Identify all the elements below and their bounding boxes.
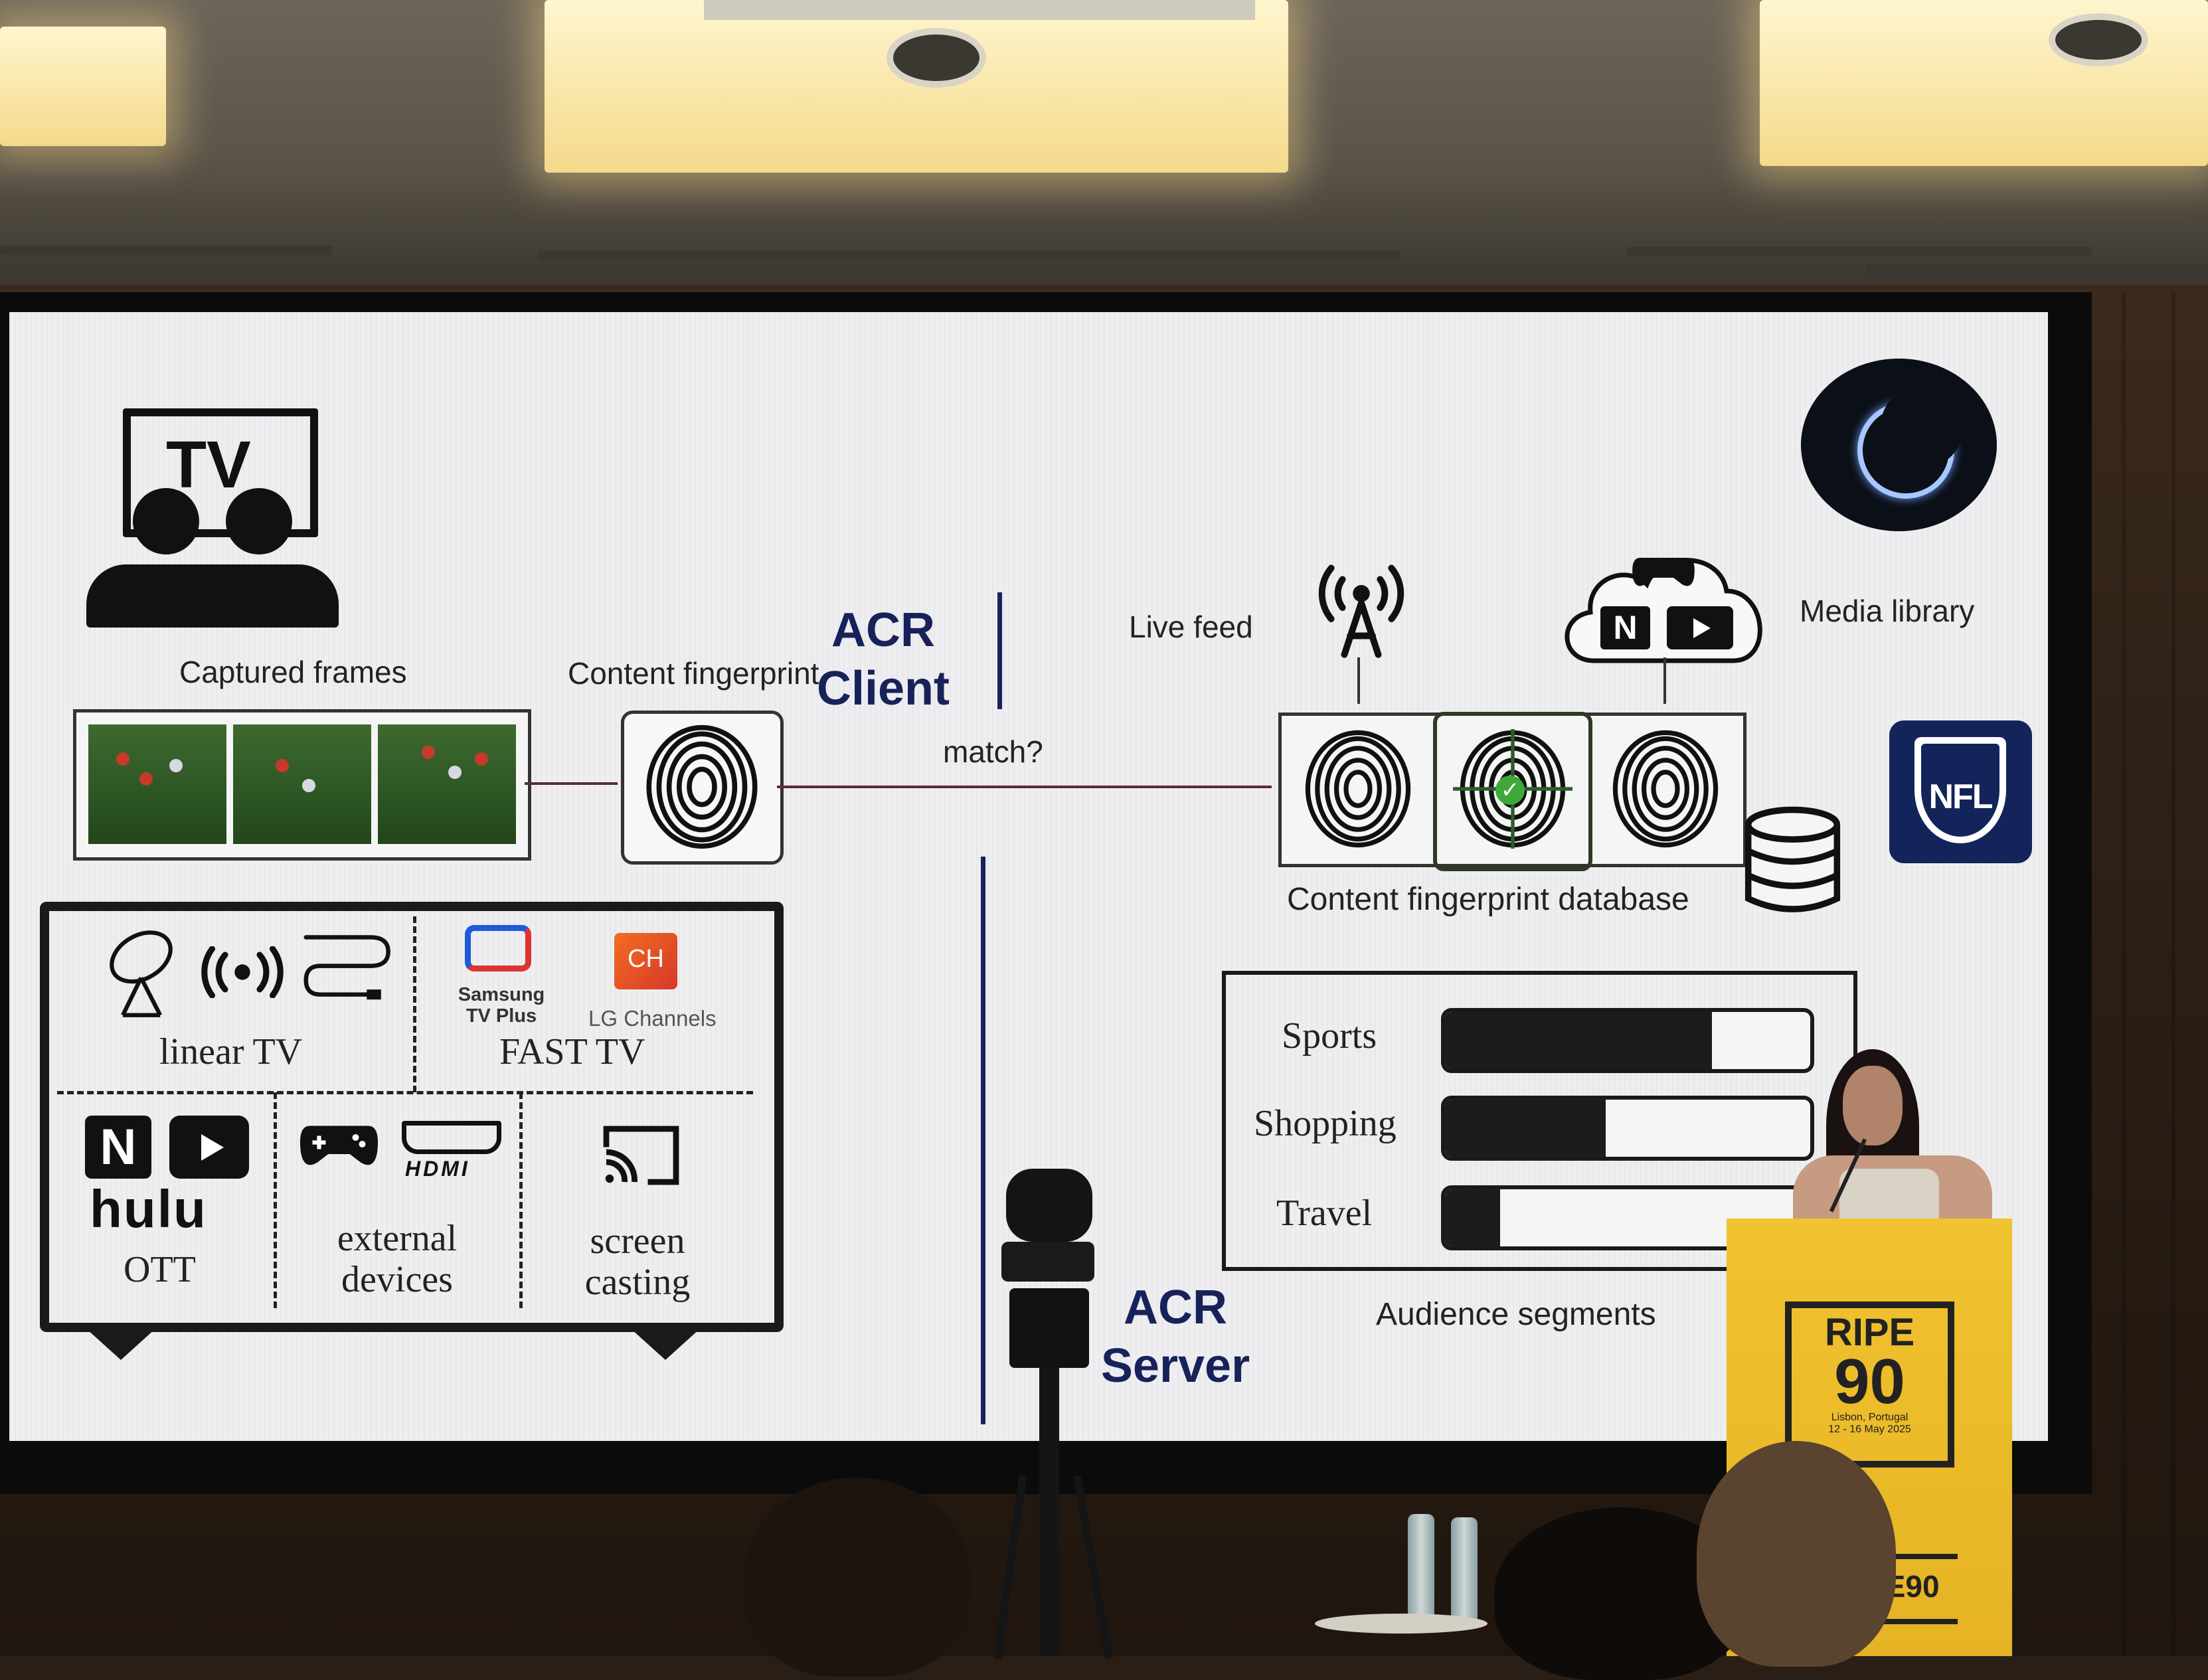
dark-mode-moon-button[interactable] <box>1801 359 1997 531</box>
match-label: match? <box>943 734 1043 769</box>
ripe-logo-line1: RIPE <box>1824 1311 1915 1354</box>
database-icon <box>1744 806 1841 912</box>
nfl-logo-text: NFL <box>1928 778 1993 816</box>
client-divider <box>997 592 1002 709</box>
hdmi-port-icon <box>402 1121 501 1154</box>
server-divider <box>981 857 985 1424</box>
audience-head <box>1697 1441 1896 1667</box>
tv-stand-left <box>80 1323 162 1360</box>
live-feed-label: Live feed <box>1129 610 1253 644</box>
segment-label: Travel <box>1276 1193 1373 1234</box>
acr-client-title: ACR Client <box>816 604 950 715</box>
hulu-logo: hulu <box>90 1179 207 1238</box>
segment-bar-fill <box>1445 1012 1712 1069</box>
ripe90-logo: RIPE 90 Lisbon, Portugal 12 - 16 May 202… <box>1785 1302 1954 1468</box>
netflix-icon: N <box>85 1116 151 1179</box>
segment-label: Shopping <box>1254 1103 1397 1144</box>
youtube-icon <box>1667 606 1733 649</box>
fast-tv-label: FAST TV <box>499 1031 645 1072</box>
table-surface <box>1315 1614 1487 1634</box>
lg-channels-icon: CH <box>614 933 677 989</box>
live-feed-arrow <box>1357 657 1360 704</box>
ceiling-light-left <box>0 27 166 146</box>
wood-panel-seam <box>2171 292 2175 1656</box>
linear-tv-label: linear TV <box>159 1031 303 1072</box>
segment-bar-fill <box>1445 1100 1606 1157</box>
hdmi-logo: HDMI <box>405 1157 470 1181</box>
ceiling-vent <box>538 251 1401 260</box>
match-check-icon: ✓ <box>1495 776 1525 805</box>
tv-divider <box>57 1091 753 1094</box>
lg-channels-logo: LG Channels <box>588 1006 717 1031</box>
satellite-dish-icon <box>110 930 173 1017</box>
lg-channels-icon-text: CH <box>628 945 664 973</box>
external-devices-label: external devices <box>337 1218 458 1300</box>
ceiling-vent <box>0 246 332 255</box>
audience-head <box>744 1477 970 1677</box>
gamepad-icon <box>299 1126 379 1165</box>
fingerprint-database-strip: ✓ <box>1278 712 1746 871</box>
video-frame-thumbnail <box>378 724 516 844</box>
cast-icon <box>603 1126 679 1185</box>
camera-body <box>1001 1242 1094 1282</box>
ott-label: OTT <box>124 1249 196 1290</box>
acr-server-title: ACR Server <box>1100 1281 1250 1392</box>
media-library-label: Media library <box>1800 594 1975 628</box>
ceiling-downlight <box>887 28 986 88</box>
matched-fingerprint-box <box>1433 712 1592 871</box>
captured-frames-label: Captured frames <box>179 655 407 689</box>
ceiling-vent <box>1866 264 2208 274</box>
tv-sources-panel <box>40 902 784 1332</box>
netflix-icon: N <box>1600 606 1650 649</box>
antenna-icon <box>1318 564 1404 658</box>
captured-frames-strip <box>73 709 531 861</box>
broadcast-icon <box>201 946 284 998</box>
segment-bar <box>1441 1096 1814 1161</box>
ceiling-vent <box>1627 247 2092 256</box>
tripod-pole <box>1039 1368 1059 1656</box>
camera-mount <box>1009 1288 1089 1368</box>
camera-head <box>1006 1169 1092 1242</box>
fingerprint-icon <box>646 724 758 849</box>
nfl-logo: NFL <box>1889 720 2032 863</box>
segment-label: Sports <box>1282 1015 1377 1056</box>
tv-divider <box>274 1092 277 1308</box>
segment-bar-fill <box>1445 1189 1500 1246</box>
cable-icon <box>303 935 390 1000</box>
content-fingerprint-label: Content fingerprint <box>568 656 819 691</box>
segment-bar <box>1441 1008 1814 1073</box>
gamepad-icon <box>1632 558 1695 586</box>
tv-viewers-icon: TV <box>86 402 339 628</box>
tv-divider <box>413 916 416 1092</box>
tv-stand-right <box>624 1323 707 1360</box>
fingerprint-database-label: Content fingerprint database <box>1287 882 1689 917</box>
fingerprint-icon <box>1612 730 1719 848</box>
media-library-arrow <box>1663 657 1666 704</box>
frames-to-fingerprint-arrow <box>525 782 618 785</box>
youtube-icon <box>169 1116 249 1179</box>
water-bottle <box>1451 1517 1478 1620</box>
ripe-logo-location: Lisbon, Portugal <box>1831 1412 1909 1423</box>
ceiling-panel <box>704 0 1255 20</box>
tv-divider <box>519 1092 523 1308</box>
match-arrow <box>777 786 1272 788</box>
ceiling-light-center <box>545 0 1288 173</box>
wood-panel-seam <box>2122 292 2126 1656</box>
screen-casting-label: screen casting <box>584 1220 691 1303</box>
audience-segments-label: Audience segments <box>1376 1297 1656 1332</box>
ceiling-downlight <box>2049 13 2148 66</box>
ceiling-light-right <box>1760 0 2208 166</box>
fingerprint-icon <box>1305 730 1411 848</box>
tv-icon-label: TV <box>166 428 251 502</box>
speaker-person <box>1793 1049 1992 1222</box>
samsung-tv-plus-icon <box>465 925 531 978</box>
ripe-logo-dates: 12 - 16 May 2025 <box>1828 1424 1911 1435</box>
content-fingerprint-box <box>621 711 784 865</box>
samsung-tv-plus-logo: Samsung TV Plus <box>458 984 545 1027</box>
video-frame-thumbnail <box>88 724 226 844</box>
water-bottle <box>1408 1514 1434 1620</box>
ripe-logo-line2: 90 <box>1834 1346 1905 1417</box>
